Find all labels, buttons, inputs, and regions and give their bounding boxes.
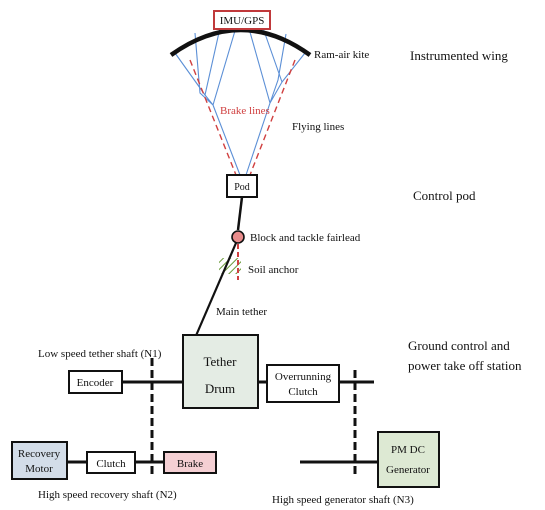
encoder-label: Encoder: [77, 377, 114, 389]
pod-label: Pod: [234, 182, 250, 193]
recovery-shaft-label: High speed recovery shaft (N2): [38, 489, 177, 501]
ram-air-kite-canopy: [169, 27, 312, 57]
overrunning-clutch-label-line1: Overrunning: [275, 371, 332, 383]
generator-label-line2: Generator: [386, 464, 430, 476]
clutch-label: Clutch: [96, 458, 126, 470]
section-title-ground-station-line2: power take off station: [408, 358, 522, 373]
pod-to-fairlead-line: [236, 196, 244, 231]
soil-anchor-label: Soil anchor: [248, 264, 299, 276]
tether-drum-box: [182, 334, 259, 409]
overrunning-clutch-label-line2: Clutch: [288, 386, 318, 398]
encoder-box: [68, 370, 123, 394]
generator-shaft-label: High speed generator shaft (N3): [272, 494, 414, 506]
ram-air-kite-label: Ram-air kite: [314, 49, 369, 61]
tether-drum-label-line1: Tether: [203, 354, 237, 369]
brake-label: Brake: [177, 458, 203, 470]
recovery-motor-label-line2: Motor: [25, 463, 53, 475]
main-tether: [193, 242, 238, 339]
main-tether-label: Main tether: [216, 306, 267, 318]
clutch-box: [86, 451, 136, 474]
section-title-instrumented-wing: Instrumented wing: [410, 48, 508, 63]
imu-gps-box: [213, 10, 271, 30]
flying-lines: [174, 23, 306, 176]
fairlead-pulley: [231, 230, 245, 244]
generator-label-line1: PM DC: [391, 444, 425, 456]
tether-drum-label-line2: Drum: [205, 381, 235, 396]
section-title-control-pod: Control pod: [413, 188, 476, 203]
brake-lines: [189, 59, 296, 176]
fairlead-label: Block and tackle fairlead: [250, 232, 361, 244]
overrunning-clutch-box: [266, 364, 340, 403]
imu-gps-label: IMU/GPS: [220, 15, 265, 27]
brake-box: [163, 451, 217, 474]
low-speed-shaft-label: Low speed tether shaft (N1): [38, 348, 162, 360]
recovery-motor-label-line1: Recovery: [18, 448, 61, 460]
flying-lines-label: Flying lines: [292, 121, 344, 133]
recovery-motor-box: [11, 441, 68, 480]
generator-box: [377, 431, 440, 488]
brake-lines-label: Brake lines: [220, 105, 270, 117]
section-title-ground-station-line1: Ground control and: [408, 338, 510, 353]
